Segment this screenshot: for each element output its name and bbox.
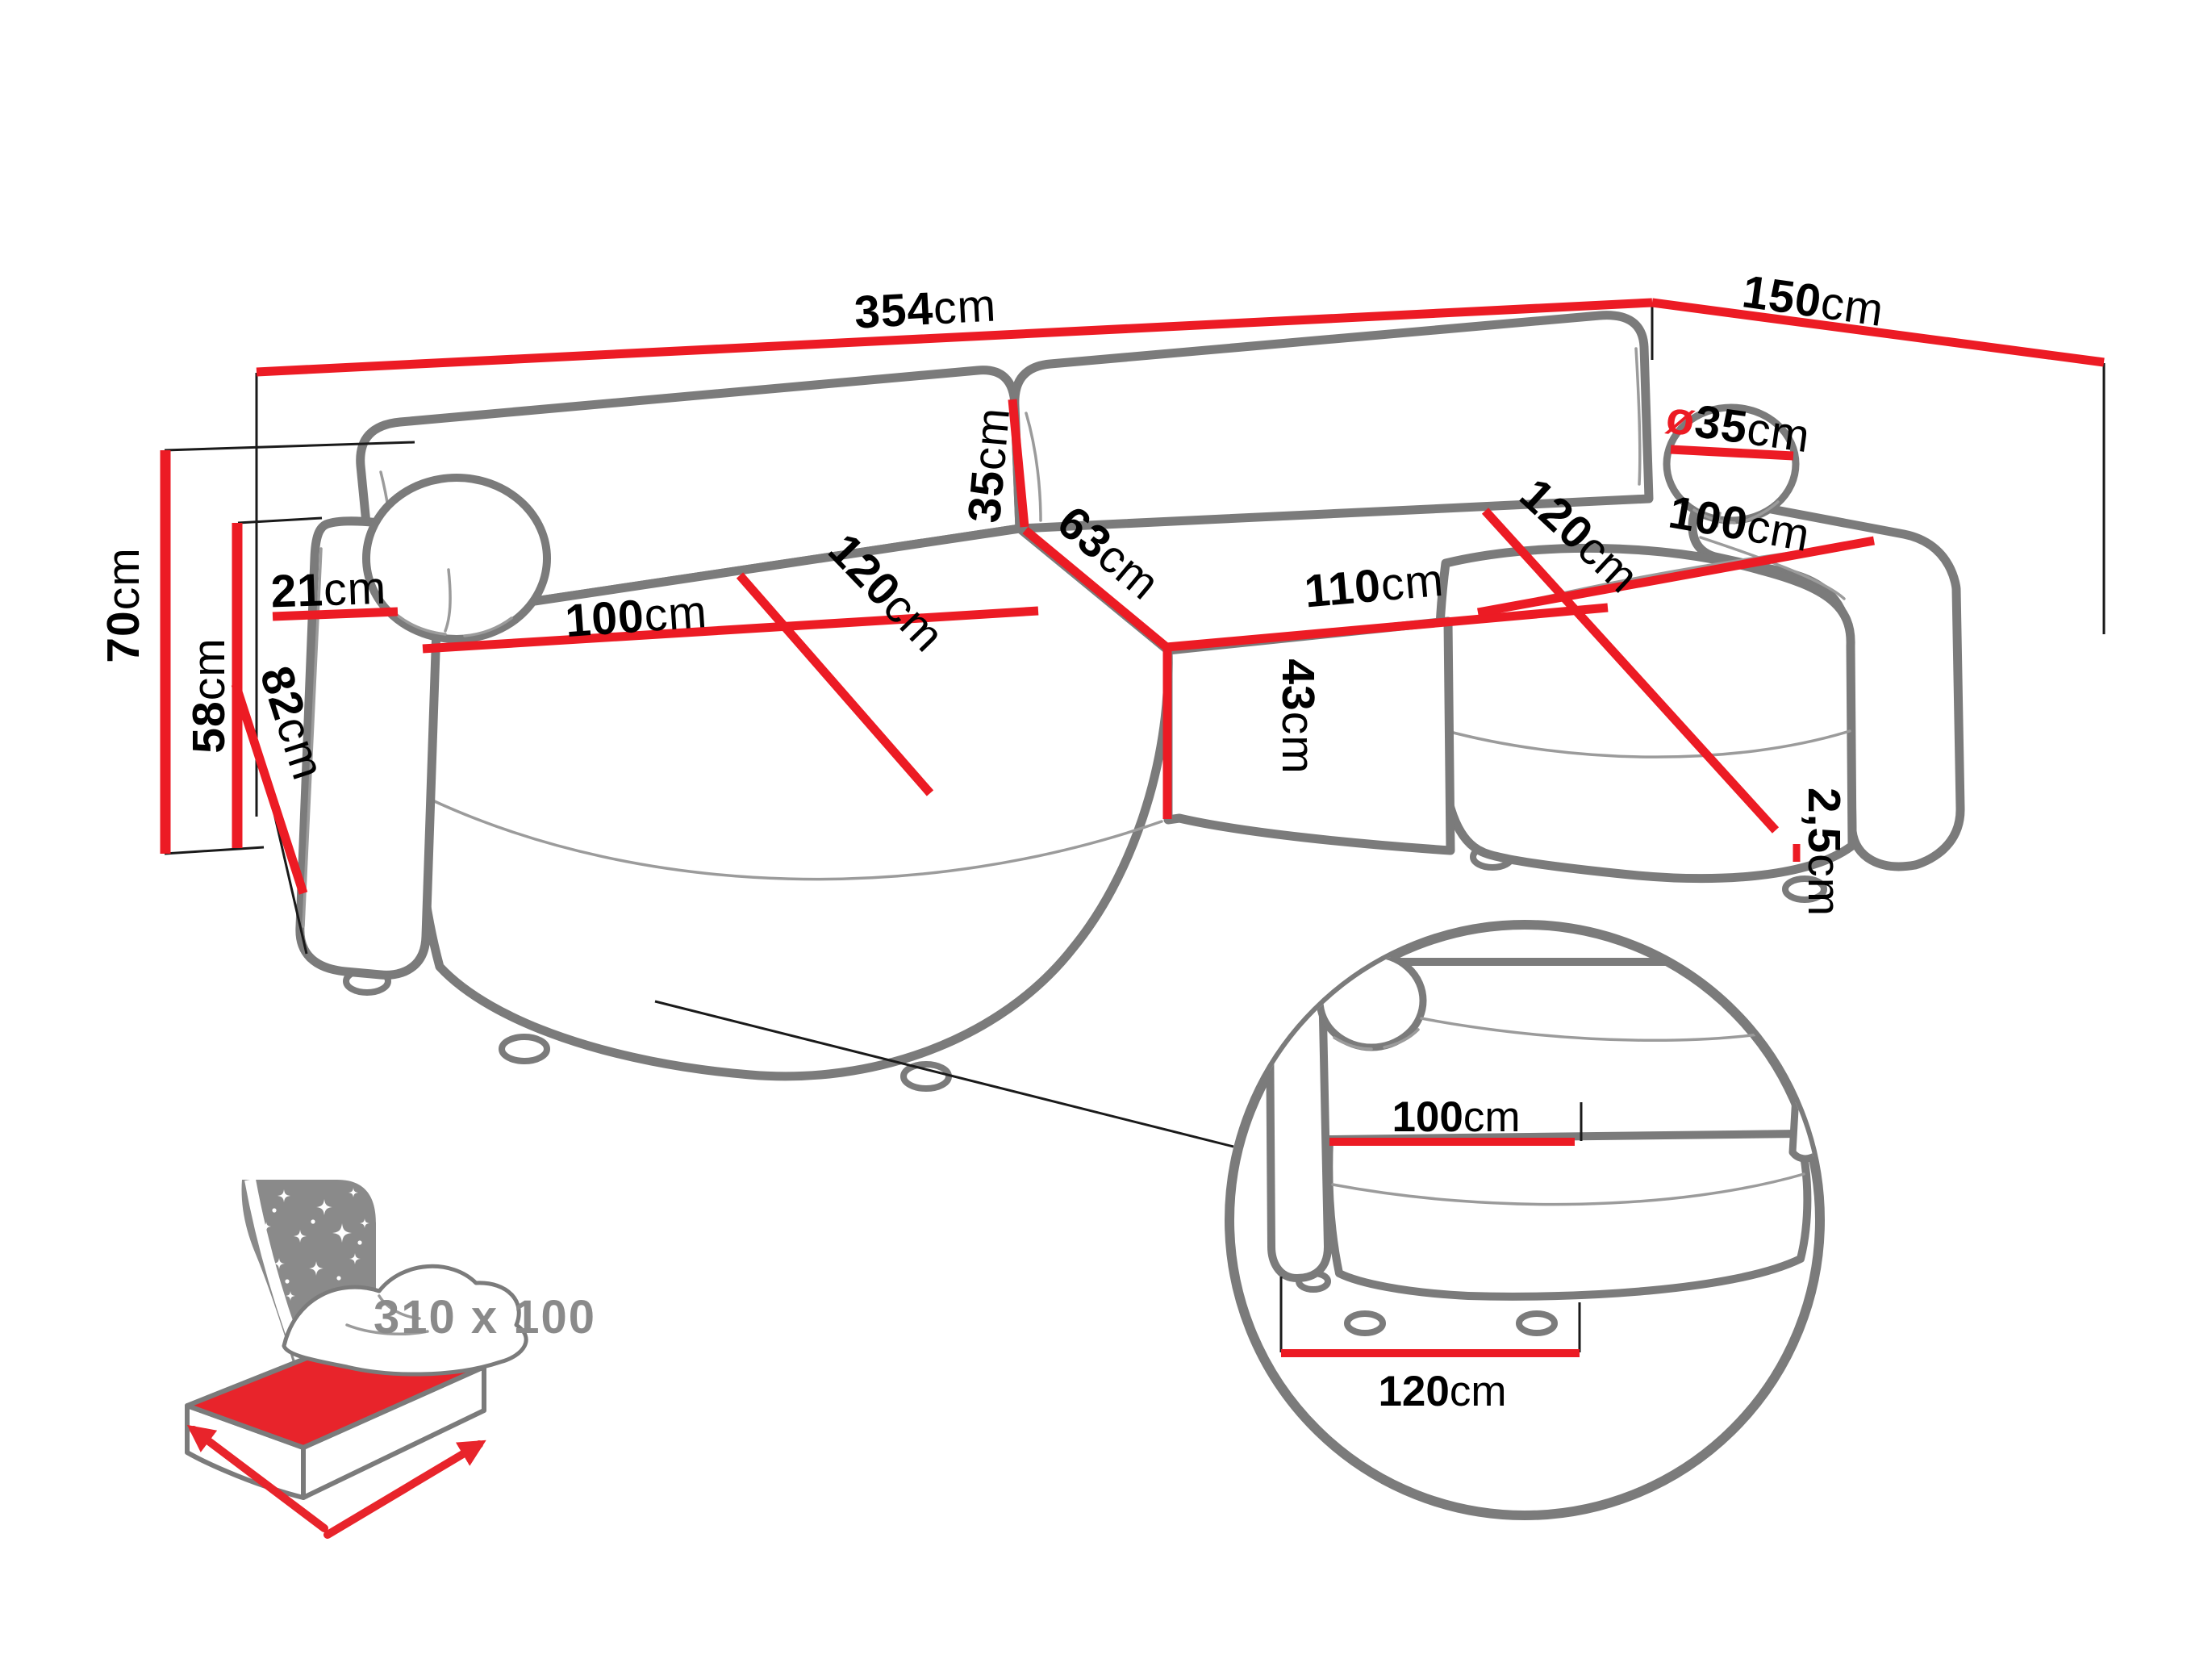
star-icon bbox=[261, 1222, 271, 1231]
dim-line-chaise-width bbox=[1477, 536, 1875, 617]
inset-dimension-lines bbox=[1279, 1102, 1583, 1357]
dim-label-arm-height: 58cm bbox=[183, 637, 235, 753]
dim-label-back-cushion-height: 35cm bbox=[958, 405, 1020, 524]
star-icon bbox=[286, 1291, 295, 1301]
dim-line-chaise-depth bbox=[1481, 508, 1780, 834]
bolster-pillow-left bbox=[362, 474, 551, 643]
dim-line-back-cushion-height bbox=[1008, 399, 1029, 528]
star-icon bbox=[294, 1230, 307, 1243]
dim-label-back-height: 70cm bbox=[98, 547, 149, 662]
dim-label-side-depth: 150cm bbox=[1739, 265, 1887, 336]
dim-line-arm-width bbox=[272, 607, 399, 621]
arrow-length bbox=[186, 1424, 328, 1532]
dim-line-arm-depth bbox=[231, 683, 308, 895]
sleeping-area-icon: 310 x 100 bbox=[185, 1178, 596, 1539]
dim-label-seat-height: 43cm bbox=[1272, 658, 1324, 774]
star-icon bbox=[316, 1199, 332, 1215]
dim-label-chaise-width: 100cm bbox=[1665, 486, 1814, 562]
star-icon bbox=[348, 1188, 358, 1197]
dim-line-side-depth bbox=[1651, 298, 2105, 367]
dim-label-middle-seat-width: 110cm bbox=[1302, 554, 1446, 618]
dim-line-total-width bbox=[256, 298, 1653, 377]
middle-seat bbox=[1163, 616, 1455, 855]
star-dot-icon bbox=[357, 1240, 362, 1245]
star-icon bbox=[309, 1261, 323, 1276]
star-dot-icon bbox=[311, 1219, 315, 1224]
backrest-right-cushion bbox=[1010, 311, 1654, 533]
dim-line-left-seat-depth bbox=[736, 572, 934, 796]
star-icon bbox=[360, 1218, 369, 1228]
inset-pillow bbox=[1316, 950, 1427, 1051]
star-icon bbox=[278, 1189, 290, 1202]
dim-line-middle-seat-width bbox=[1166, 603, 1609, 652]
bolster-pillow-right bbox=[1663, 403, 1800, 528]
star-icon bbox=[266, 1323, 276, 1333]
dim-label-left-seat-width: 100cm bbox=[564, 586, 709, 647]
chaise-seat bbox=[1434, 543, 1857, 884]
ref-line-70-top bbox=[164, 441, 415, 452]
dim-label-leg-height: 2,5cm bbox=[1798, 788, 1850, 917]
dim-line-seat-back-depth bbox=[1022, 526, 1170, 651]
sofa-drawing bbox=[295, 311, 1965, 1092]
dim-label-arm-width: 21cm bbox=[270, 562, 388, 618]
inset-seat bbox=[1325, 1130, 1812, 1301]
star-icon bbox=[273, 1258, 285, 1269]
ref-line-bottom bbox=[164, 846, 265, 855]
dim-line-left-seat-width bbox=[422, 606, 1039, 654]
detail-inset: 100cm 120cm bbox=[1225, 920, 1825, 1520]
sleeping-area-label: 310 x 100 bbox=[374, 1291, 596, 1343]
inset-label-seat-width: 100cm bbox=[1392, 1093, 1520, 1141]
star-dot-icon bbox=[272, 1208, 277, 1213]
star-icon bbox=[349, 1253, 361, 1264]
star-dot-icon bbox=[285, 1279, 290, 1284]
chaise-armrest bbox=[1688, 495, 1965, 871]
inset-sofa bbox=[1258, 950, 1820, 1336]
dim-label-total-width: 354cm bbox=[853, 279, 997, 338]
inset-label-module-width: 120cm bbox=[1378, 1368, 1506, 1415]
inset-labels: 100cm 120cm bbox=[1378, 1093, 1520, 1415]
dim-label-pillow-diameter: ø35cm bbox=[1663, 391, 1813, 462]
star-dot-icon bbox=[336, 1276, 341, 1281]
duvet bbox=[282, 1264, 528, 1377]
dim-line-pillow-diameter bbox=[1670, 445, 1794, 461]
arrow-width bbox=[323, 1440, 486, 1539]
dimension-lines bbox=[160, 298, 2105, 895]
span-arrows bbox=[186, 1424, 486, 1539]
ref-line-58-top bbox=[237, 516, 323, 524]
inset-leader-line bbox=[654, 1000, 1234, 1148]
star-icon bbox=[332, 1223, 352, 1243]
